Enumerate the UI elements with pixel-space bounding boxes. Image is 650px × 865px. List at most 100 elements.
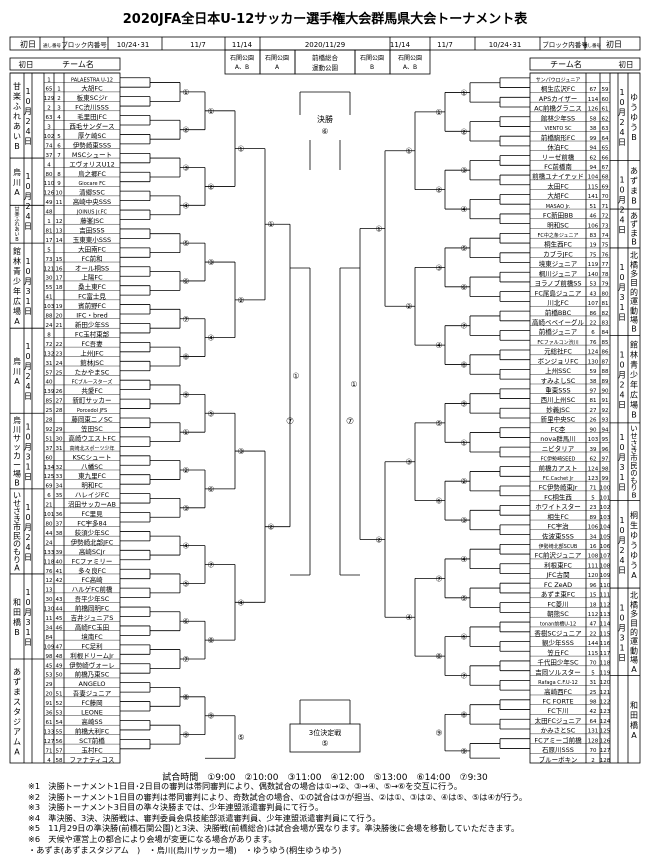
right-team-name: 石原川SSS xyxy=(542,746,574,754)
left-team-serial: 37 xyxy=(46,153,53,159)
right-team-name: 新里中央SC xyxy=(541,415,576,424)
left-team-name: FC足利 xyxy=(81,641,102,650)
left-team-block: 50 xyxy=(56,673,63,679)
left-team-serial: 53 xyxy=(46,673,53,679)
right-team-serial: 94 xyxy=(590,146,597,152)
right-team-name: 桐川ジュニア xyxy=(539,269,578,278)
left-team-name: 荻須少年SC xyxy=(75,528,110,537)
right-team-name: かみさとSC xyxy=(541,727,576,735)
left-bracket-match-num: ① xyxy=(292,371,299,380)
left-bracket-match-num: ① xyxy=(207,107,214,116)
left-team-serial: 40 xyxy=(46,380,53,386)
left-team-block: 40 xyxy=(56,559,63,565)
right-team-block: 118 xyxy=(600,661,611,667)
right-team-serial: 130 xyxy=(588,359,599,365)
right-team-block: 85 xyxy=(602,340,609,346)
left-team-serial: 4 xyxy=(47,162,51,168)
left-team-serial: 2 xyxy=(47,106,51,112)
center-venue: 前橋総合 xyxy=(312,53,339,62)
left-team-serial: 5 xyxy=(47,247,51,253)
right-bracket-match-num: ② xyxy=(435,186,442,195)
left-team-name: 多々良FC xyxy=(78,566,106,575)
center-venue-2: 運動公園 xyxy=(312,63,338,72)
left-team-serial: 51 xyxy=(46,436,53,442)
right-bracket-match-num: ④ xyxy=(405,613,412,622)
right-bracket-match-num: ① xyxy=(435,108,442,117)
right-team-block: 92 xyxy=(602,408,609,414)
right-col-header xyxy=(529,57,641,71)
right-team-block: 81 xyxy=(602,301,609,307)
left-team-block: 48 xyxy=(56,654,63,660)
right-team-name: FC ZeAD xyxy=(544,581,572,589)
right-team-block: 123 xyxy=(600,709,611,715)
header-left-block: ブロック内番号 xyxy=(61,40,107,49)
right-team-serial: 140 xyxy=(588,272,599,278)
right-team-serial: 120 xyxy=(588,573,599,579)
right-team-serial: 97 xyxy=(590,389,597,395)
right-team-serial: 106 xyxy=(588,525,599,531)
left-team-block: 14 xyxy=(56,238,63,244)
left-team-name: MSCシュート xyxy=(72,151,112,159)
right-team-block: 114 xyxy=(600,622,611,628)
right-team-name: あずま東FC xyxy=(541,590,576,599)
left-team-serial: 133 xyxy=(44,550,55,556)
header-left-day: 初日 xyxy=(20,39,36,49)
right-team-serial: 119 xyxy=(588,262,599,268)
notes: ※1 決勝トーナメント1日目･2日目の審判は帯同審判により、偶数試合の場合は①→… xyxy=(28,781,638,855)
right-team-serial: 108 xyxy=(588,554,599,560)
left-team-block: 52 xyxy=(56,701,63,707)
left-team-name: FC玉村東部 xyxy=(75,329,110,338)
left-team-block: 35 xyxy=(56,493,63,499)
right-team-name: Rafaga C.F.U-12 xyxy=(538,680,578,686)
left-team-serial: 85 xyxy=(46,399,53,405)
left-team-serial: 34 xyxy=(46,625,53,631)
left-team-name: FCブルースターズ xyxy=(72,379,113,386)
right-team-block: 122 xyxy=(600,699,611,705)
left-bracket-match-num: ⑤ xyxy=(207,409,214,418)
right-team-block: 86 xyxy=(602,350,609,356)
right-team-block: 67 xyxy=(602,165,609,171)
left-team-block: 29 xyxy=(56,427,63,433)
right-bracket-match-num: ④ xyxy=(435,341,442,350)
left-bracket-match-num: ⑨ xyxy=(182,390,189,399)
left-bracket-match-num: ① xyxy=(182,88,189,97)
right-team-serial: 53 xyxy=(590,282,597,288)
right-team-block: 128 xyxy=(600,758,611,764)
left-team-block: 19 xyxy=(56,304,63,310)
right-team-block: 115 xyxy=(600,631,611,637)
left-team-name: 吉田SSS xyxy=(79,226,104,234)
left-team-serial: 69 xyxy=(46,484,53,490)
right-team-col: チーム名 xyxy=(550,59,582,69)
header-left-date-1: 10/24･31 xyxy=(117,41,150,49)
right-team-name: 太田FC xyxy=(547,181,569,190)
left-team-name: FC吾妻 xyxy=(81,339,103,348)
right-team-name: ホワイトスター xyxy=(535,502,581,511)
right-bracket-match-num: ② xyxy=(375,535,382,544)
right-team-block: 76 xyxy=(602,252,609,258)
left-team-block: 36 xyxy=(56,512,63,518)
left-team-block: 41 xyxy=(56,569,63,575)
right-team-block: 107 xyxy=(600,554,611,560)
right-team-name: 太田FCジュニア xyxy=(535,716,582,725)
left-team-serial: 17 xyxy=(46,238,53,244)
right-team-name: ヨラノブ前橋SS xyxy=(534,279,581,288)
right-team-block: 69 xyxy=(602,184,609,190)
left-bracket-match-num: ⑥ xyxy=(207,485,214,494)
left-team-serial: 84 xyxy=(46,635,53,641)
right-team-name: 休泊FC xyxy=(547,143,569,152)
left-team-serial: 1 xyxy=(47,219,51,225)
left-bracket-match-num: ③ xyxy=(237,447,244,456)
right-bracket-match-num: ④ xyxy=(460,205,467,214)
right-team-block: 63 xyxy=(602,126,609,132)
left-team-serial: 102 xyxy=(44,134,55,140)
third-place-box xyxy=(289,723,361,753)
right-team-serial: 126 xyxy=(588,107,599,113)
left-bracket-match-num: ④ xyxy=(182,201,189,210)
right-team-name: 明和SC xyxy=(547,220,569,229)
